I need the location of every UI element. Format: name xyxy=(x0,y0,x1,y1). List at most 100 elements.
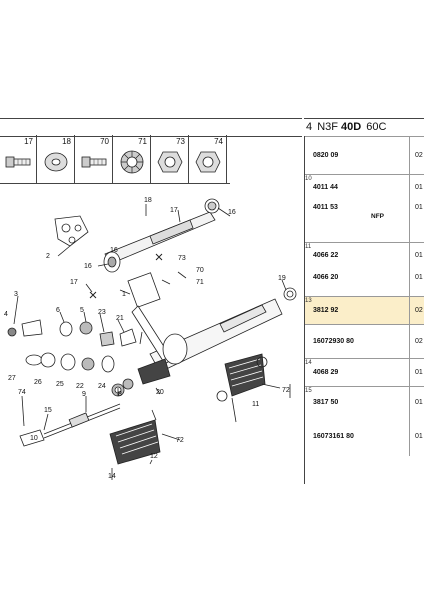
part-quantity: 01 xyxy=(415,184,423,191)
column-divider xyxy=(409,359,410,386)
callout-16-top: 16 xyxy=(228,209,236,216)
icon-cell-number: 70 xyxy=(100,137,109,146)
callout-15: 15 xyxy=(44,407,52,414)
icon-cell-number: 73 xyxy=(176,137,185,146)
callout-4: 4 xyxy=(4,311,8,318)
part-quantity: 01 xyxy=(415,433,423,440)
part-line[interactable]: 4066 20 01 xyxy=(313,274,423,281)
icon-cell-number: 18 xyxy=(62,137,71,146)
part-number: 16072930 80 xyxy=(313,338,354,345)
part-quantity: 02 xyxy=(415,307,423,314)
callout-5: 5 xyxy=(80,307,84,314)
part-number: 0820 09 xyxy=(313,152,339,159)
callout-12: 12 xyxy=(150,453,158,460)
model-code: 4 xyxy=(306,121,313,133)
part-number: 4011 53 xyxy=(313,204,338,211)
part-quantity: 01 xyxy=(415,204,423,211)
part-quantity: 01 xyxy=(415,399,423,406)
part-number: 4011 44 xyxy=(313,184,338,191)
table-row[interactable]: 0820 09 02 xyxy=(305,136,424,174)
part-quantity: 01 xyxy=(415,369,423,376)
callout-14: 14 xyxy=(108,473,116,480)
icon-cell-17: 17 xyxy=(0,135,37,183)
column-divider xyxy=(409,387,410,456)
small-parts-left xyxy=(7,319,137,373)
bracket-part-2 xyxy=(54,215,89,247)
callout-70: 70 xyxy=(196,267,204,274)
callout-6: 6 xyxy=(56,307,60,314)
icon-cell-number: 17 xyxy=(24,137,33,146)
part-number: 16073161 80 xyxy=(313,433,354,440)
row-reference-number: 15 xyxy=(305,388,312,394)
callout-16-mid: 16 xyxy=(84,263,92,270)
callout-9: 9 xyxy=(82,391,86,398)
callout-25: 25 xyxy=(56,381,64,388)
callout-17-left: 17 xyxy=(70,279,78,286)
column-divider xyxy=(409,175,410,242)
icon-cell-70: 70 xyxy=(76,135,113,183)
part-line[interactable]: 4068 29 01 xyxy=(313,369,423,376)
callout-17: 17 xyxy=(170,207,178,214)
part-line[interactable]: 3812 92 02 xyxy=(313,307,423,314)
part-number: 3812 92 xyxy=(313,307,339,314)
icon-cell-18: 18 xyxy=(38,135,75,183)
part-quantity: 01 xyxy=(415,252,423,259)
part-number: 4066 20 xyxy=(313,274,339,281)
part-number: 4066 22 xyxy=(313,252,339,259)
callout-72-bottom: 72 xyxy=(176,437,184,444)
callout-18: 18 xyxy=(144,197,152,204)
callout-71: 71 xyxy=(196,279,204,286)
callout-1: 1 xyxy=(122,291,126,298)
callout-21: 21 xyxy=(116,315,124,322)
callout-20: 20 xyxy=(156,389,164,396)
callout-24: 24 xyxy=(98,383,106,390)
boot-12 xyxy=(109,419,161,465)
engine-code-2: 40D xyxy=(341,121,362,133)
damper-assembly xyxy=(103,198,220,273)
row-reference-number: 10 xyxy=(305,176,312,182)
callout-73: 73 xyxy=(178,255,186,262)
callout-3: 3 xyxy=(14,291,18,298)
callout-74: 74 xyxy=(18,389,26,396)
callout-23: 23 xyxy=(98,309,106,316)
callout-2: 2 xyxy=(46,253,50,260)
row-reference-number: 13 xyxy=(305,298,312,304)
part-line[interactable]: 0820 09 02 xyxy=(313,152,423,159)
boot-small-20 xyxy=(122,358,171,390)
boot-11 xyxy=(216,353,268,402)
part-line[interactable]: 4011 44 01 xyxy=(313,184,423,191)
icon-cell-74: 74 xyxy=(190,135,227,183)
part-quantity: 02 xyxy=(415,152,423,159)
part-number: 4068 29 xyxy=(313,369,339,376)
row-reference-number: 14 xyxy=(305,360,312,366)
engine-code-3: 60C xyxy=(366,121,387,133)
callout-72-right: 72 xyxy=(282,387,290,394)
fastener-icon-grid: 17 18 70 71 73 74 xyxy=(0,135,230,184)
column-divider xyxy=(409,243,410,296)
part-number: 3817 50 xyxy=(313,399,339,406)
part-quantity: 01 xyxy=(415,274,423,281)
icon-cell-71: 71 xyxy=(114,135,151,183)
part-line[interactable]: 4066 22 01 xyxy=(313,252,423,259)
callout-16-left: 16 xyxy=(110,247,118,254)
part-line[interactable]: 3817 50 01 xyxy=(313,399,423,406)
callout-10: 10 xyxy=(30,435,38,442)
icon-cell-73: 73 xyxy=(152,135,189,183)
callout-27: 27 xyxy=(8,375,16,382)
rack-housing xyxy=(127,272,297,373)
part-line[interactable]: 16073161 80 01 xyxy=(313,433,423,440)
callout-8: 8 xyxy=(118,391,122,398)
column-divider xyxy=(409,325,410,358)
callout-19: 19 xyxy=(278,275,286,282)
model-header: 4 N3F 40D 60C xyxy=(304,118,424,137)
